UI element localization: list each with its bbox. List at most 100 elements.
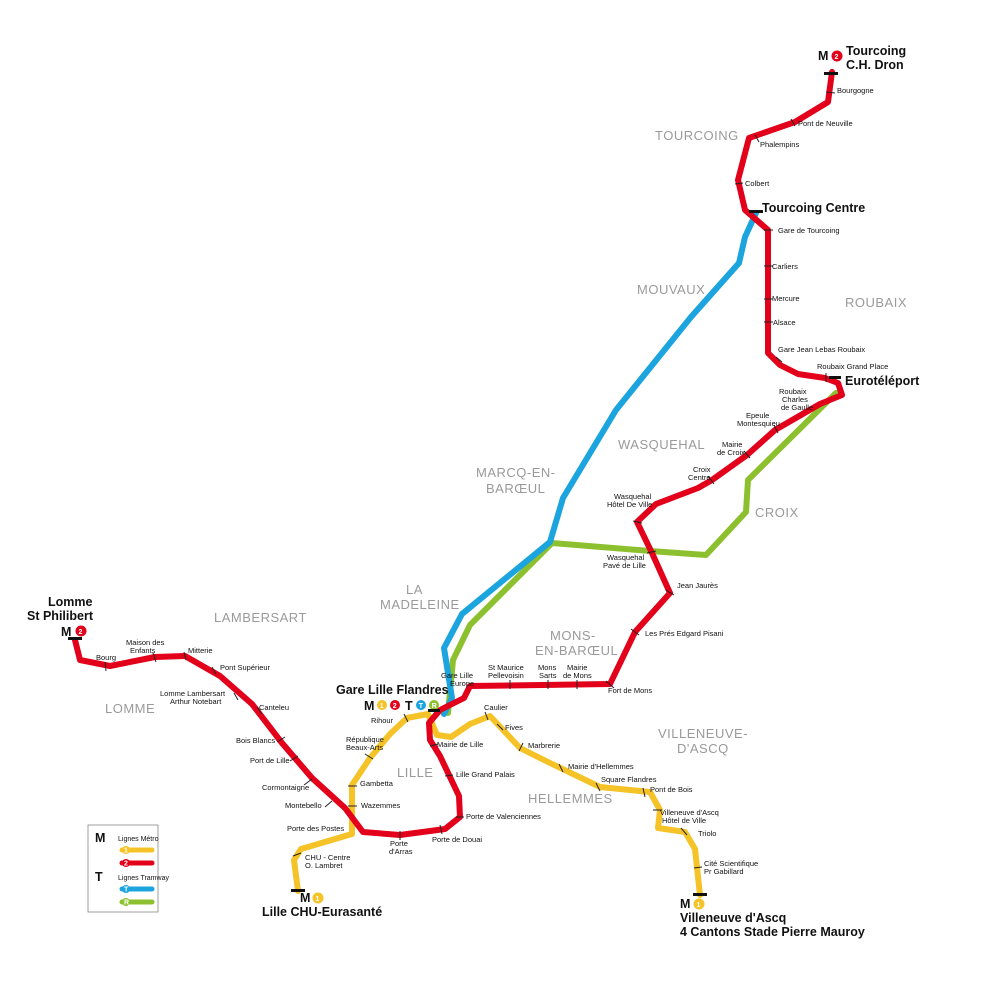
station-labels: Bourgogne Pont de Neuville Phalempins Co…: [96, 86, 888, 876]
legend-line-1-icon: [122, 846, 130, 854]
station-charles-de-gaulle-3: de Gaulle: [781, 403, 813, 412]
tram-line-t: [441, 210, 759, 717]
svg-text:2: 2: [79, 629, 83, 636]
district-labels: TOURCOING MOUVAUX ROUBAIX WASQUEHAL MARC…: [105, 128, 907, 806]
station-mairie-de-lille: Mairie de Lille: [437, 740, 483, 749]
district-mons-1: MONS-: [550, 628, 596, 643]
station-phalempins: Phalempins: [760, 140, 799, 149]
terminal-labels: Tourcoing C.H. Dron Tourcoing Centre Eur…: [27, 44, 920, 939]
station-pont-de-neuville: Pont de Neuville: [798, 119, 853, 128]
station-pont-superieur: Pont Supérieur: [220, 663, 271, 672]
metro-badge-icon: M: [364, 699, 374, 713]
metro-badge-icon: M: [818, 49, 828, 63]
station-porte-d-arras-2: d'Arras: [389, 847, 413, 856]
station-gare-jean-lebas: Gare Jean Lebas Roubaix: [778, 345, 865, 354]
station-mitterie: Mitterie: [188, 646, 213, 655]
station-republique-2: Beaux-Arts: [346, 743, 383, 752]
station-epeule-1: Epeule: [746, 411, 769, 420]
station-triolo: Triolo: [698, 829, 716, 838]
station-lomme-lambersart-2: Arthur Notebart: [170, 697, 222, 706]
legend-tram-title: Lignes Tramway: [118, 875, 169, 882]
svg-text:1: 1: [697, 902, 701, 909]
metro-line-1: [291, 711, 703, 898]
station-republique-1: République: [346, 735, 384, 744]
terminal-chu-eurasante: Lille CHU-Eurasanté: [262, 905, 382, 919]
station-wasquehal-hdv-1: Wasquehal: [614, 492, 652, 501]
metro-badge-icon: M: [680, 897, 690, 911]
station-alsace: Alsace: [773, 318, 796, 327]
line-2-icon: [75, 625, 87, 637]
lines: [72, 69, 845, 898]
station-fort-de-mons: Fort de Mons: [608, 686, 652, 695]
station-pont-de-bois: Pont de Bois: [650, 785, 693, 794]
district-lomme: LOMME: [105, 701, 155, 716]
station-cite-scientifique-1: Cité Scientifique: [704, 859, 758, 868]
line-t-icon: [416, 700, 426, 710]
station-mercure: Mercure: [772, 294, 800, 303]
station-ticks: [104, 91, 836, 869]
svg-text:1: 1: [380, 703, 384, 710]
station-porte-de-douai: Porte de Douai: [432, 835, 482, 844]
district-villeneuve-1: VILLENEUVE-: [658, 726, 748, 741]
tram-legend-icon: T: [95, 870, 103, 884]
metro-badge-icon: M: [300, 891, 310, 905]
station-mairie-de-croix-1: Mairie: [722, 440, 742, 449]
terminal-villeneuve-2: 4 Cantons Stade Pierre Mauroy: [680, 925, 865, 939]
station-villeneuve-hdv-2: Hôtel de Ville: [662, 816, 706, 825]
line-r-icon: [429, 700, 439, 710]
district-la: LA: [406, 582, 423, 597]
station-chu-centre-1: CHU - Centre: [305, 853, 350, 862]
legend-line-2-icon: [122, 859, 130, 867]
district-hellemmes: HELLEMMES: [528, 791, 613, 806]
station-cormontaigne: Cormontaigne: [262, 783, 309, 792]
station-lille-grand-palais: Lille Grand Palais: [456, 770, 515, 779]
station-mairie-de-croix-2: de Croix: [717, 448, 745, 457]
svg-text:1: 1: [124, 848, 128, 855]
legend-line-t-icon: [122, 885, 130, 893]
district-madeleine: MADELEINE: [380, 597, 460, 612]
station-villeneuve-hdv-1: Villeneuve d'Ascq: [660, 808, 719, 817]
station-charles-de-gaulle-1: Roubaix: [779, 387, 807, 396]
line-1-icon: [693, 898, 705, 910]
district-villeneuve-2: D'ASCQ: [677, 741, 729, 756]
district-marcq-2: BARŒUL: [486, 481, 545, 496]
station-gare-lille-europe-1: Gare Lille: [441, 671, 473, 680]
station-mons-sarts-2: Sarts: [539, 671, 557, 680]
station-fives: Fives: [505, 723, 523, 732]
station-euroteleport: Eurotéléport: [845, 374, 920, 388]
district-wasquehal: WASQUEHAL: [618, 437, 705, 452]
badges: M 2 M 2 M 1 2 T T R M 1 M 1: [61, 49, 843, 911]
svg-text:R: R: [124, 900, 129, 907]
station-bois-blancs: Bois Blancs: [236, 736, 275, 745]
district-tourcoing: TOURCOING: [655, 128, 739, 143]
terminal-tourcoing-dron-2: C.H. Dron: [846, 58, 904, 72]
station-porte-d-arras-1: Porte: [390, 839, 408, 848]
line-2-icon: [831, 50, 843, 62]
station-les-pres: Les Prés Edgard Pisani: [645, 629, 724, 638]
station-bourgogne: Bourgogne: [837, 86, 874, 95]
terminal-tourcoing-dron-1: Tourcoing: [846, 44, 906, 58]
station-croix-centre-2: Centre: [688, 473, 711, 482]
svg-text:2: 2: [835, 54, 839, 61]
station-maison-des-enfants-1: Maison des: [126, 638, 165, 647]
district-lambersart: LAMBERSART: [214, 610, 307, 625]
legend-line-r-icon: [122, 898, 130, 906]
district-lille: LILLE: [397, 765, 433, 780]
district-marcq-1: MARCQ-EN-: [476, 465, 556, 480]
station-jean-jaures: Jean Jaurès: [677, 581, 718, 590]
station-porte-des-postes: Porte des Postes: [287, 824, 344, 833]
station-wazemmes: Wazemmes: [361, 801, 401, 810]
station-maison-des-enfants-2: Enfants: [130, 646, 156, 655]
station-epeule-2: Montesquieu: [737, 419, 780, 428]
station-colbert: Colbert: [745, 179, 770, 188]
svg-text:T: T: [124, 887, 129, 894]
station-caulier: Caulier: [484, 703, 508, 712]
station-gambetta: Gambetta: [360, 779, 394, 788]
station-mons-sarts-1: Mons: [538, 663, 557, 672]
svg-text:2: 2: [393, 703, 397, 710]
terminal-villeneuve-1: Villeneuve d'Ascq: [680, 911, 786, 925]
legend-metro-title: Lignes Métro: [118, 836, 159, 843]
station-cite-scientifique-2: Pr Gabillard: [704, 867, 744, 876]
station-gare-lille-europe-2: Europe: [450, 679, 474, 688]
